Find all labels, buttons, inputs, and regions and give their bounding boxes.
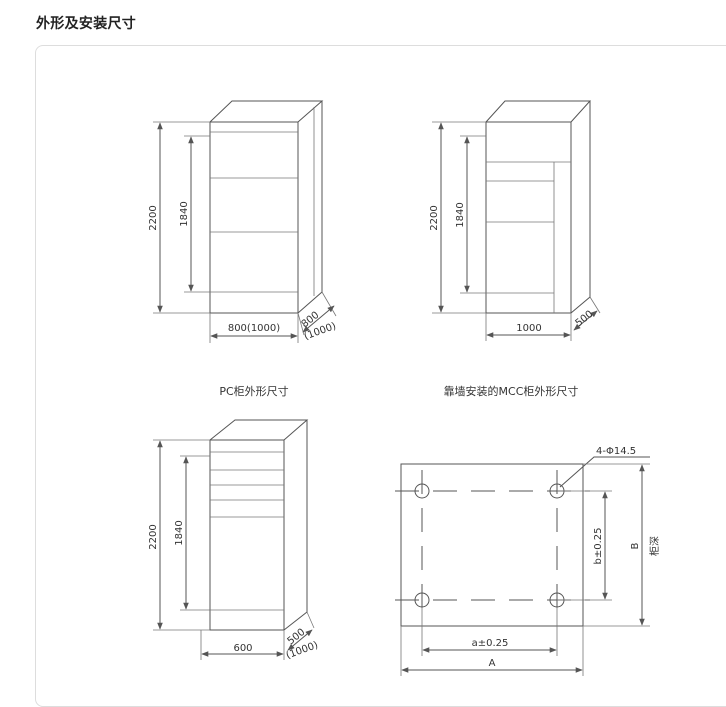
mcc-cabinet-drawing: 2200 1840 1000 500 靠墙安装的MCC柜外形尺寸 — [429, 100, 601, 398]
mounting-holes — [414, 483, 565, 608]
B-label: B — [630, 542, 641, 549]
pc-cabinet-drawing: 2200 1840 800(1000) 800 (1000) PC柜外形尺寸 — [148, 100, 338, 398]
drawing-canvas: 2200 1840 800(1000) 800 (1000) PC柜外形尺寸 2… — [148, 100, 661, 676]
mcc-width-label: 1000 — [516, 323, 541, 334]
cabinet-depth-note: 柜深 — [648, 536, 661, 556]
a-tolerance-label: a±0.25 — [472, 638, 509, 649]
base-dimension-lines — [400, 456, 650, 676]
third-height-label: 2200 — [148, 524, 159, 549]
pc-width-label: 800(1000) — [228, 323, 280, 334]
mcc-dimension-lines — [432, 121, 601, 341]
mcc-caption: 靠墙安装的MCC柜外形尺寸 — [444, 384, 579, 398]
third-cabinet-drawing: 2200 1840 600 500 (1000) — [148, 419, 320, 662]
base-centerlines — [395, 470, 590, 620]
mcc-depth-label: 500 — [574, 309, 596, 329]
third-cabinet-body — [209, 419, 309, 631]
section-title: 外形及安装尺寸 — [36, 16, 137, 32]
third-width-label: 600 — [233, 643, 252, 654]
mounting-hole — [414, 483, 430, 499]
pc-height-label: 2200 — [148, 205, 159, 230]
pc-dimension-lines — [153, 121, 337, 343]
A-label: A — [489, 658, 496, 669]
pc-cabinet-body — [209, 100, 324, 314]
mcc-inner-height-label: 1840 — [455, 202, 466, 227]
third-dimension-lines — [153, 439, 315, 660]
mcc-height-label: 2200 — [429, 205, 440, 230]
mcc-cabinet-body — [485, 100, 592, 314]
b-tolerance-label: b±0.25 — [593, 528, 604, 565]
pc-caption: PC柜外形尺寸 — [219, 384, 288, 398]
third-inner-height-label: 1840 — [174, 520, 185, 545]
pc-inner-height-label: 1840 — [179, 201, 190, 226]
holes-spec-label: 4-Φ14.5 — [596, 446, 636, 457]
base-plan-drawing: 4-Φ14.5 b±0.25 B 柜深 a±0.25 A — [395, 446, 661, 676]
